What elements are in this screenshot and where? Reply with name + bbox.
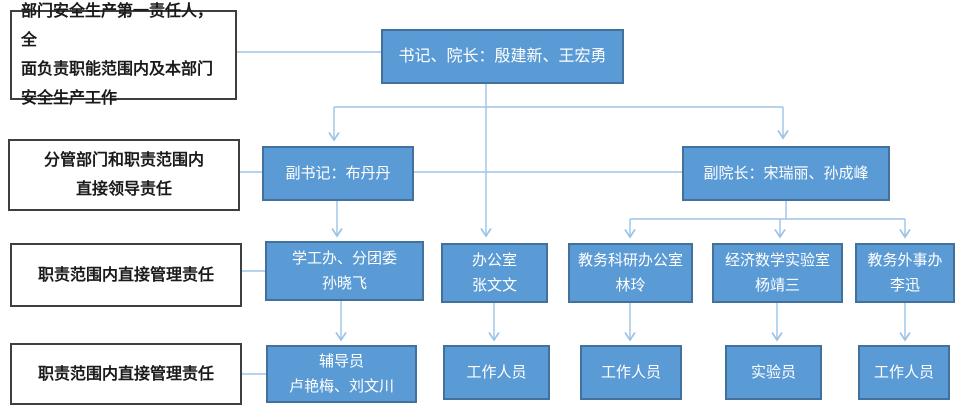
node-text-line: 工作人员: [600, 364, 661, 381]
node-text-line: 李迅: [889, 277, 920, 294]
node-staff-foreign-affairs: 工作人员: [858, 345, 950, 400]
label-manage-responsibility-row4: 职责范围内直接管理责任: [10, 343, 242, 405]
node-staff-academic-office: 工作人员: [580, 345, 682, 400]
node-text-line: 工作人员: [466, 364, 527, 381]
node-text-line: 工作人员: [873, 364, 934, 381]
node-text-line: 教务科研办公室: [577, 252, 683, 269]
node-text-line: 书记、院长：殷建新、王宏勇: [398, 48, 607, 65]
node-text-line: 林玲: [615, 277, 646, 294]
node-academic-research-office: 教务科研办公室 林玲: [568, 243, 693, 303]
node-econ-math-lab: 经济数学实验室 杨靖三: [712, 243, 843, 303]
node-text-line: 杨靖三: [754, 277, 800, 294]
node-text-line: 经济数学实验室: [724, 252, 830, 269]
node-deputy-secretary: 副书记：布丹丹: [262, 146, 414, 201]
label-first-responsibility: 部门安全生产第一责任人，全 面负责职能范围内及本部门 安全生产工作: [10, 3, 237, 107]
node-staff-general-office: 工作人员: [443, 345, 550, 400]
label-lead-responsibility: 分管部门和职责范围内 直接领导责任: [8, 139, 240, 211]
node-text-line: 副书记：布丹丹: [285, 165, 391, 182]
label-text-line: 面负责职能范围内及本部门: [21, 61, 214, 78]
node-text-line: 教务外事办: [867, 252, 943, 269]
node-text-line: 孙晓飞: [321, 275, 367, 292]
label-text-line: 职责范围内直接管理责任: [37, 365, 214, 383]
node-secretary-president: 书记、院长：殷建新、王宏勇: [381, 29, 624, 84]
label-manage-responsibility-row3: 职责范围内直接管理责任: [10, 243, 242, 307]
node-academic-foreign-affairs-office: 教务外事办 李迅: [855, 243, 955, 303]
node-general-office: 办公室 张文文: [441, 243, 548, 303]
node-text-line: 辅导员: [318, 353, 364, 370]
label-text-line: 分管部门和职责范围内: [43, 152, 204, 169]
node-text-line: 卢艳梅、刘文川: [288, 378, 394, 395]
node-lab-technician: 实验员: [725, 345, 822, 400]
node-student-affairs-office: 学工办、分团委 孙晓飞: [265, 241, 424, 301]
label-text-line: 职责范围内直接管理责任: [37, 266, 214, 284]
label-text-line: 安全生产工作: [21, 90, 118, 107]
node-text-line: 学工办、分团委: [291, 250, 397, 267]
label-text-line: 部门安全生产第一责任人，全: [21, 3, 214, 49]
label-text-line: 直接领导责任: [75, 181, 172, 198]
node-text-line: 副院长：宋瑞丽、孙成峰: [703, 165, 869, 182]
node-counselors: 辅导员 卢艳梅、刘文川: [266, 345, 417, 403]
node-text-line: 实验员: [750, 364, 796, 381]
node-vice-president: 副院长：宋瑞丽、孙成峰: [682, 146, 890, 201]
node-text-line: 办公室: [471, 252, 517, 269]
node-text-line: 张文文: [471, 277, 517, 294]
